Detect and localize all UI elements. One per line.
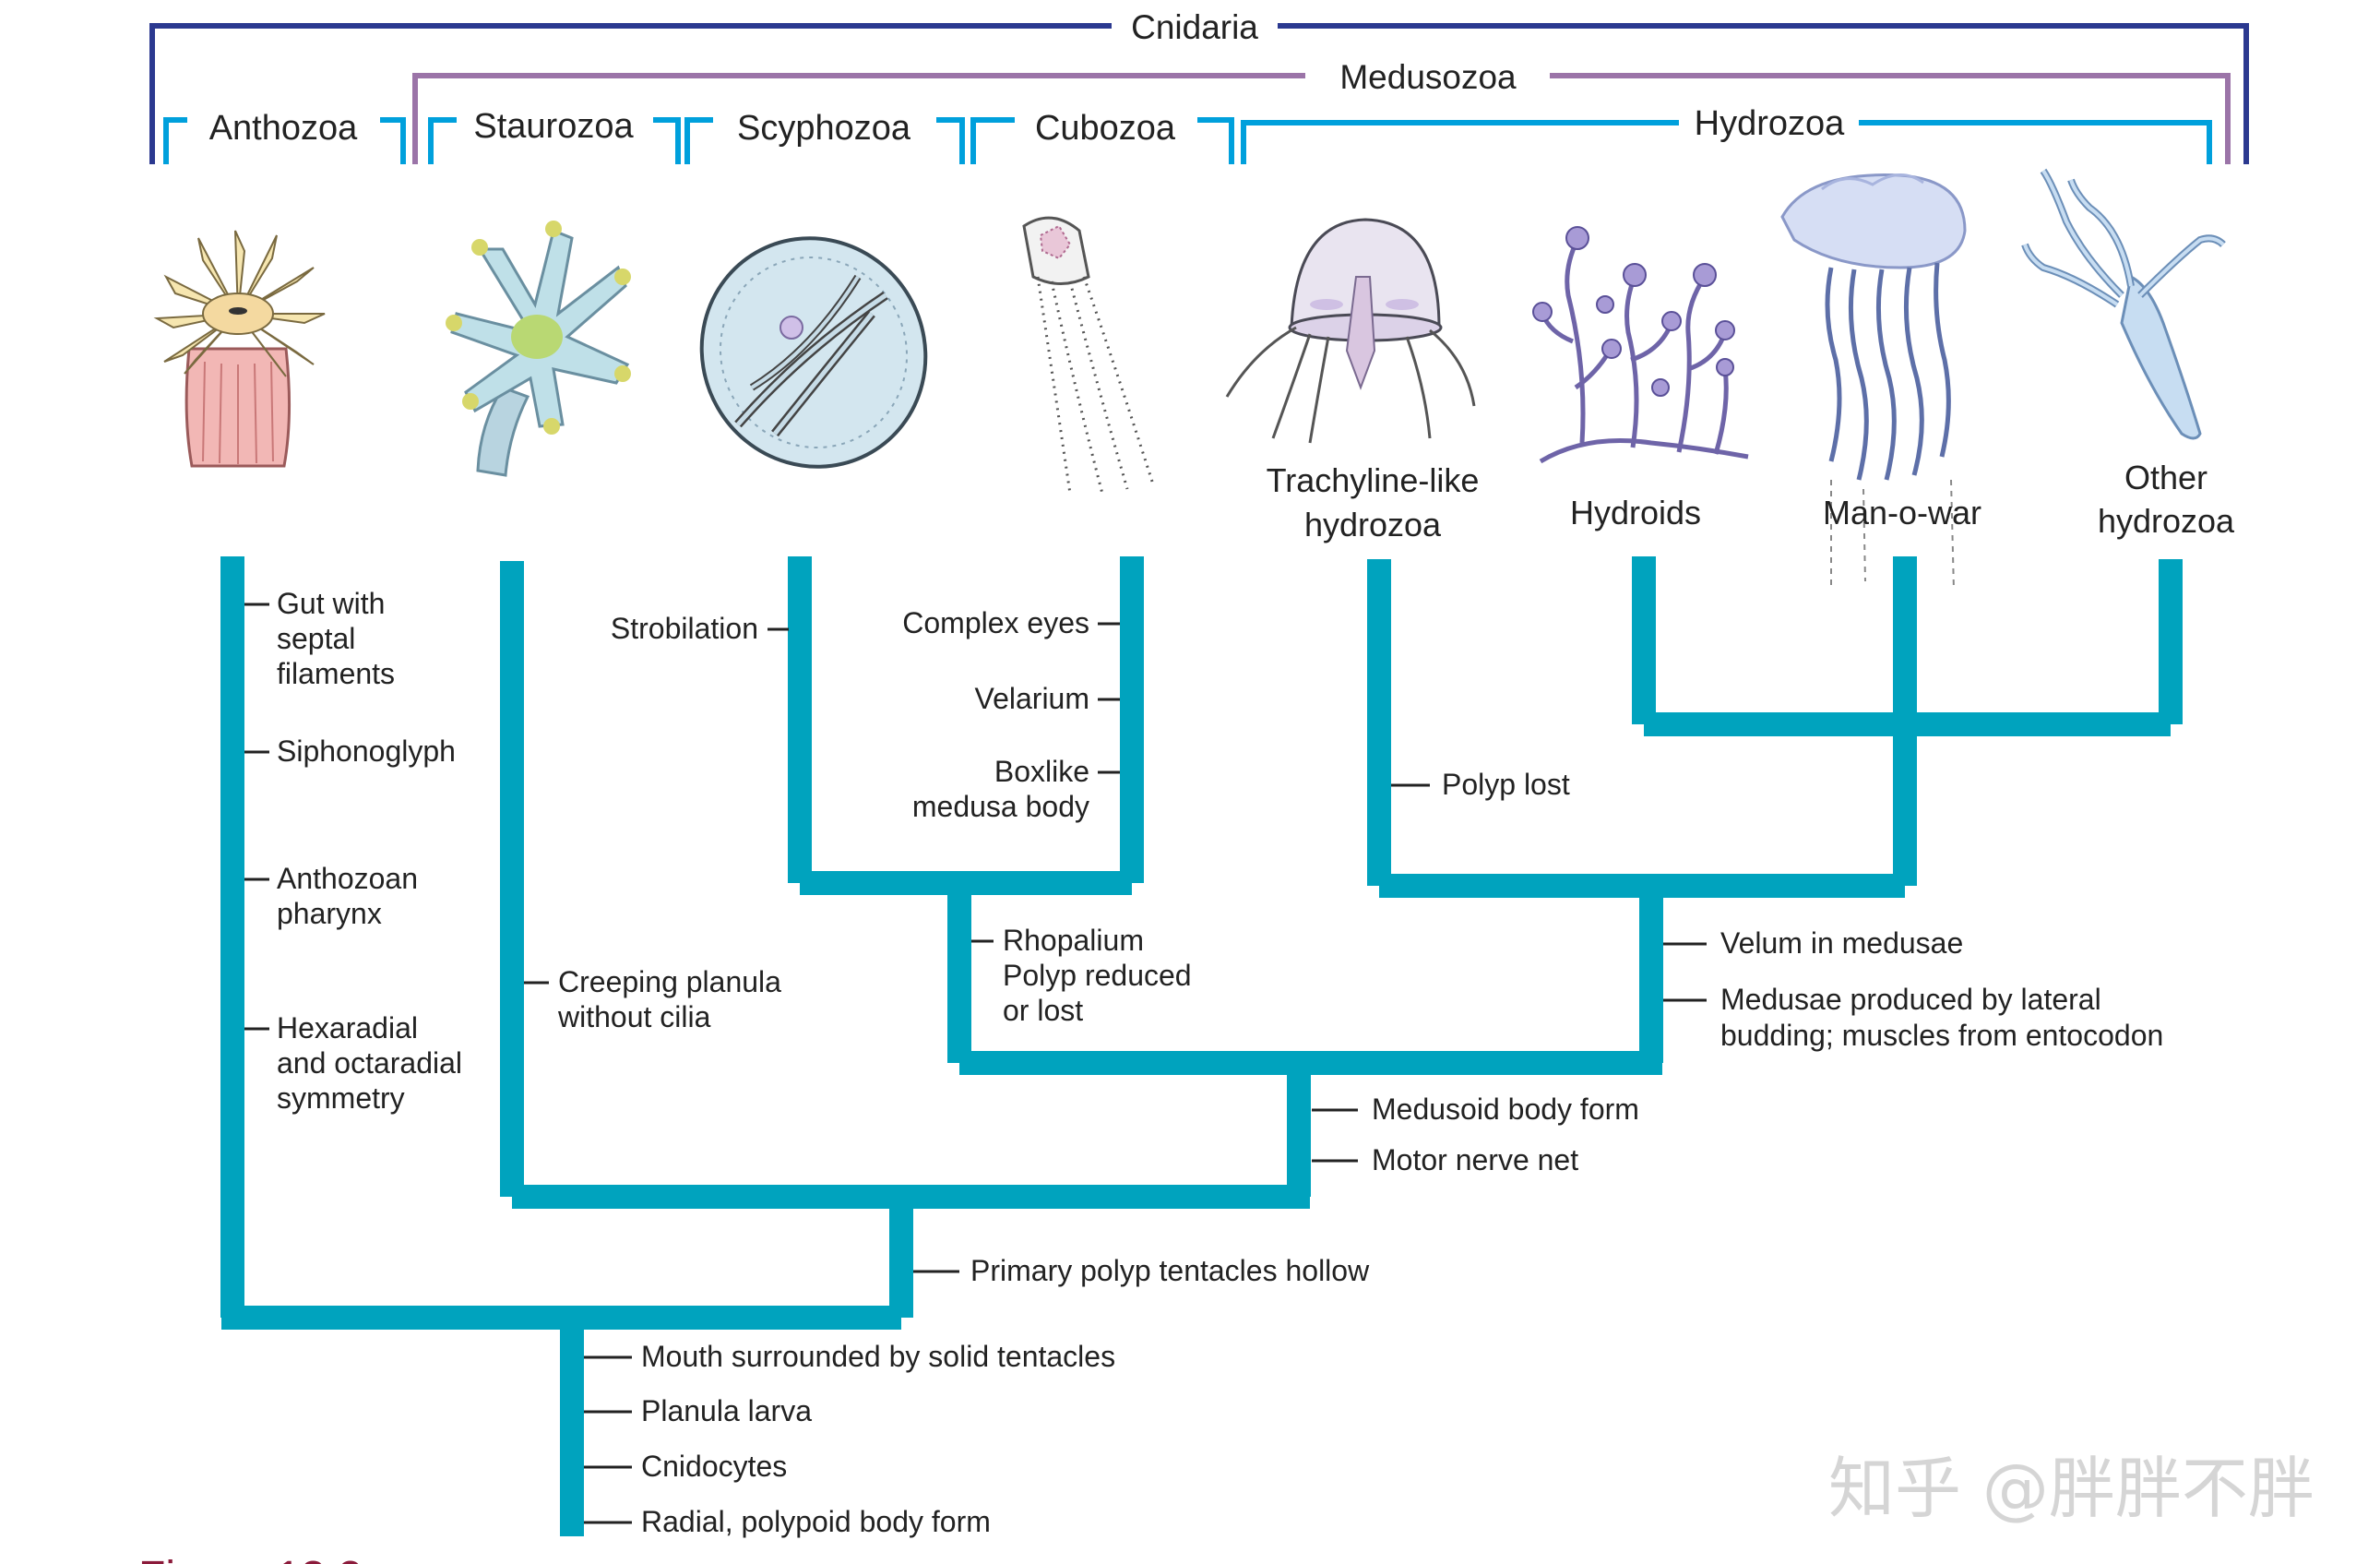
char-scypho-cubo-2: or lost	[1003, 994, 1083, 1027]
scyphozoa-bracket-right	[936, 117, 965, 164]
cubozoa-bracket-left	[970, 117, 1015, 164]
character-labels: Gut with septal filaments Siphonoglyph A…	[277, 587, 2163, 1538]
cnidaria-bracket-right	[1278, 23, 2249, 164]
char-cubozoa-0: Complex eyes	[902, 606, 1089, 639]
taxon-label-hydroids: Hydroids	[1570, 494, 1701, 531]
scyphozoan-jellyfish-icon	[699, 236, 928, 469]
medusozoa-bracket	[412, 73, 1305, 164]
cubozoa-bracket-right	[1197, 117, 1234, 164]
char-staurozoa-0: Creeping planula	[558, 965, 781, 998]
char-anthozoa-8: symmetry	[277, 1081, 405, 1115]
char-cubozoa-2: Boxlike	[994, 755, 1089, 788]
char-anthozoa-4: Anthozoan	[277, 862, 418, 895]
char-anthozoa-6: Hexaradial	[277, 1011, 418, 1045]
char-cubozoa-1: Velarium	[975, 682, 1090, 715]
char-cnidaria-0: Mouth surrounded by solid tentacles	[641, 1340, 1115, 1373]
medusozoa-label: Medusozoa	[1339, 58, 1517, 96]
figure-caption: Figure 13.2	[138, 1553, 363, 1564]
taxon-label-other-2: hydrozoa	[2098, 502, 2235, 540]
char-anthozoa-5: pharynx	[277, 897, 382, 930]
char-cnidaria-1: Planula larva	[641, 1394, 812, 1427]
scyphozoa-label: Scyphozoa	[737, 109, 911, 148]
taxon-label-trachyline-2: hydrozoa	[1304, 506, 1442, 543]
clade-brackets: Cnidaria Medusozoa Anthozoa Staurozoa Sc…	[149, 8, 2249, 164]
char-cubozoa-3: medusa body	[912, 790, 1089, 823]
staurozoa-bracket-right	[653, 117, 681, 164]
taxon-label-other-1: Other	[2124, 459, 2207, 496]
stauromedusa-icon	[446, 221, 631, 477]
hydrozoa-label: Hydrozoa	[1695, 104, 1845, 143]
cubozoa-label: Cubozoa	[1035, 109, 1176, 148]
char-medusozoa-core-1: Motor nerve net	[1372, 1143, 1578, 1176]
cnidaria-label: Cnidaria	[1131, 8, 1258, 46]
cladogram-tree	[220, 556, 2183, 1536]
char-medusozoa-0: Primary polyp tentacles hollow	[970, 1254, 1370, 1287]
watermark: 知乎 @胖胖不胖	[1828, 1450, 2315, 1527]
cnidaria-bracket	[149, 23, 1112, 164]
portuguese-man-o-war-icon	[1780, 173, 1967, 591]
char-anthozoa-2: filaments	[277, 657, 395, 690]
char-anthozoa-1: septal	[277, 622, 355, 655]
char-anthozoa-7: and octaradial	[277, 1046, 462, 1080]
hydrozoa-bracket-right	[1859, 120, 2212, 164]
anthozoa-bracket-left	[163, 117, 187, 164]
trachyline-medusa-icon	[1225, 218, 1476, 444]
char-scypho-cubo-1: Polyp reduced	[1003, 959, 1192, 992]
taxon-label-trachyline-1: Trachyline-like	[1267, 461, 1480, 499]
char-scyphozoa-0: Strobilation	[611, 612, 758, 645]
char-anthozoa-0: Gut with	[277, 587, 385, 620]
taxon-label-man-o-war: Man-o-war	[1823, 494, 1981, 531]
character-ticks	[244, 603, 1707, 1524]
box-jellyfish-icon	[1022, 216, 1155, 495]
anthozoa-label: Anthozoa	[209, 109, 358, 148]
char-anthozoa-3: Siphonoglyph	[277, 734, 456, 768]
anthozoa-bracket-right	[380, 117, 406, 164]
char-staurozoa-1: without cilia	[557, 1000, 711, 1033]
char-cnidaria-2: Cnidocytes	[641, 1450, 787, 1483]
char-hydrozoa-0: Velum in medusae	[1720, 926, 1963, 960]
medusozoa-bracket-right	[1550, 73, 2231, 164]
char-scypho-cubo-0: Rhopalium	[1003, 924, 1144, 957]
staurozoa-bracket-left	[428, 117, 457, 164]
char-hydrozoa-1: Medusae produced by lateral	[1720, 983, 2101, 1016]
hydra-icon	[2021, 168, 2226, 440]
char-medusozoa-core-0: Medusoid body form	[1372, 1092, 1639, 1126]
hydroid-colony-icon	[1532, 226, 1749, 464]
sea-anemone-icon	[153, 230, 326, 468]
staurozoa-label: Staurozoa	[473, 107, 634, 146]
char-trachyline-0: Polyp lost	[1442, 768, 1570, 801]
scyphozoa-bracket-left	[684, 117, 713, 164]
char-hydrozoa-2: budding; muscles from entocodon	[1720, 1019, 2163, 1052]
taxon-labels: Trachyline-like hydrozoa Hydroids Man-o-…	[1267, 459, 2235, 543]
char-cnidaria-3: Radial, polypoid body form	[641, 1505, 991, 1538]
hydrozoa-bracket-left	[1241, 120, 1679, 164]
